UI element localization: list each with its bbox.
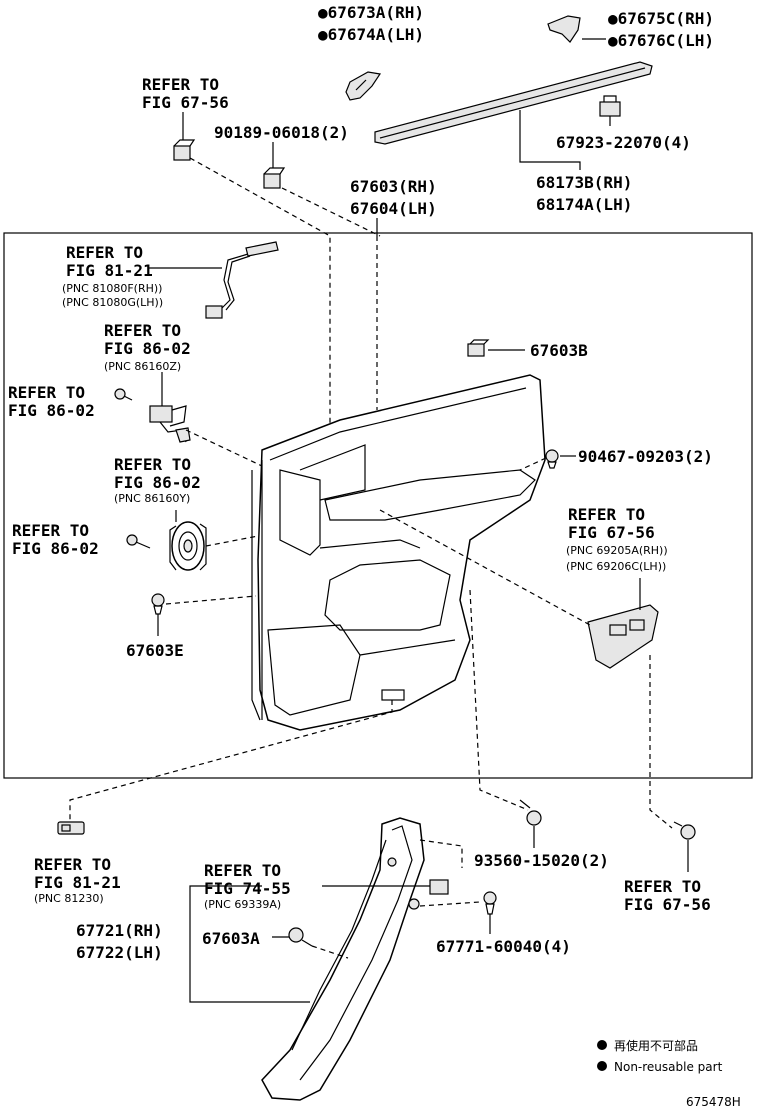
label-pnc-81080g: (PNC 81080G(LH)) [62, 296, 163, 309]
label-fig-74-55: FIG 74-55 [204, 879, 291, 898]
speaker-connector-86160z [149, 405, 191, 443]
label-pnc-86160z: (PNC 86160Z) [104, 360, 181, 373]
label-fig-86-02-a: FIG 86-02 [104, 339, 191, 358]
legend-jp: 再使用不可部品 [614, 1038, 698, 1053]
label-refer-to-67-56-bottom: REFER TO [624, 877, 701, 896]
label-fig-86-02-c: FIG 86-02 [114, 473, 201, 492]
belt-moulding-68173b [374, 61, 653, 145]
door-trim-board-67603 [251, 374, 546, 731]
scuff-plate-67721 [261, 817, 425, 1101]
label-pnc-81230: (PNC 81230) [34, 892, 104, 905]
clip-67771 [483, 891, 497, 915]
label-pnc-81080f: (PNC 81080F(RH)) [62, 282, 162, 295]
speaker-86160y [169, 521, 207, 571]
courtesy-lamp-81230 [57, 821, 85, 835]
label-68174a: 68174A(LH) [536, 195, 632, 214]
label-fig-67-56-mid: FIG 67-56 [568, 523, 655, 542]
screw-refer-86-02-b [126, 534, 151, 549]
label-67675c: ●67675C(RH) [608, 9, 714, 28]
clip-90467 [545, 449, 559, 469]
clip-67603e [151, 593, 165, 615]
power-window-switch-refer-67-56 [587, 604, 659, 669]
label-67603-rh: 67603(RH) [350, 177, 437, 196]
clip-67603a [288, 927, 313, 947]
screw-refer-86-02-a [114, 388, 133, 401]
label-90189: 90189-06018(2) [214, 123, 349, 142]
legend-bullet-en [597, 1061, 607, 1071]
label-pnc-69339a: (PNC 69339A) [204, 898, 281, 911]
legend-en: Non-reusable part [614, 1060, 723, 1074]
clip-67673a [345, 71, 382, 101]
label-pnc-69206c: (PNC 69206C(LH)) [566, 560, 666, 573]
wire-harness-refer-81-21 [205, 241, 279, 319]
legend-bullet-jp [597, 1040, 607, 1050]
label-pnc-69205a: (PNC 69205A(RH)) [566, 544, 668, 557]
label-67923: 67923-22070(4) [556, 133, 691, 152]
label-67604-lh: 67604(LH) [350, 199, 437, 218]
clip-refer-67-56-top [173, 139, 196, 161]
label-fig-81-21-b: FIG 81-21 [34, 873, 121, 892]
label-fig-67-56-bottom: FIG 67-56 [624, 895, 711, 914]
label-93560: 93560-15020(2) [474, 851, 609, 870]
label-refer-to-86-02-c: REFER TO [114, 455, 191, 474]
label-fig-67-56-top: FIG 67-56 [142, 93, 229, 112]
clip-67675c [547, 15, 581, 43]
clip-93560 [519, 799, 542, 826]
figure-id: 675478H [686, 1095, 741, 1109]
assembly-frame [3, 232, 753, 779]
clip-refer-67-56-bottom [673, 821, 696, 840]
label-67674a: ●67674A(LH) [318, 25, 424, 44]
label-refer-to-top: REFER TO [142, 75, 219, 94]
label-fig-81-21: FIG 81-21 [66, 261, 153, 280]
label-refer-to-81-21-b: REFER TO [34, 855, 111, 874]
label-refer-to-86-02-b: REFER TO [8, 383, 85, 402]
clip-90189 [263, 167, 286, 189]
label-67771: 67771-60040(4) [436, 937, 571, 956]
label-fig-86-02-b: FIG 86-02 [8, 401, 95, 420]
label-67603b: 67603B [530, 341, 588, 360]
label-refer-to-86-02-a: REFER TO [104, 321, 181, 340]
label-pnc-86160y: (PNC 86160Y) [114, 492, 190, 505]
label-67603e: 67603E [126, 641, 184, 660]
label-67721: 67721(RH) [76, 921, 163, 940]
label-67722: 67722(LH) [76, 943, 163, 962]
label-refer-to-74-55: REFER TO [204, 861, 281, 880]
label-refer-to-67-56-mid: REFER TO [568, 505, 645, 524]
label-67673a: ●67673A(RH) [318, 3, 424, 22]
clip-67603b [467, 339, 490, 357]
label-fig-86-02-d: FIG 86-02 [12, 539, 99, 558]
label-68173b: 68173B(RH) [536, 173, 632, 192]
label-67603a: 67603A [202, 929, 260, 948]
label-67676c: ●67676C(LH) [608, 31, 714, 50]
label-refer-to-81-21: REFER TO [66, 243, 143, 262]
pad-69339a [429, 879, 449, 895]
label-refer-to-86-02-d: REFER TO [12, 521, 89, 540]
label-90467: 90467-09203(2) [578, 447, 713, 466]
clip-67923 [599, 95, 621, 117]
